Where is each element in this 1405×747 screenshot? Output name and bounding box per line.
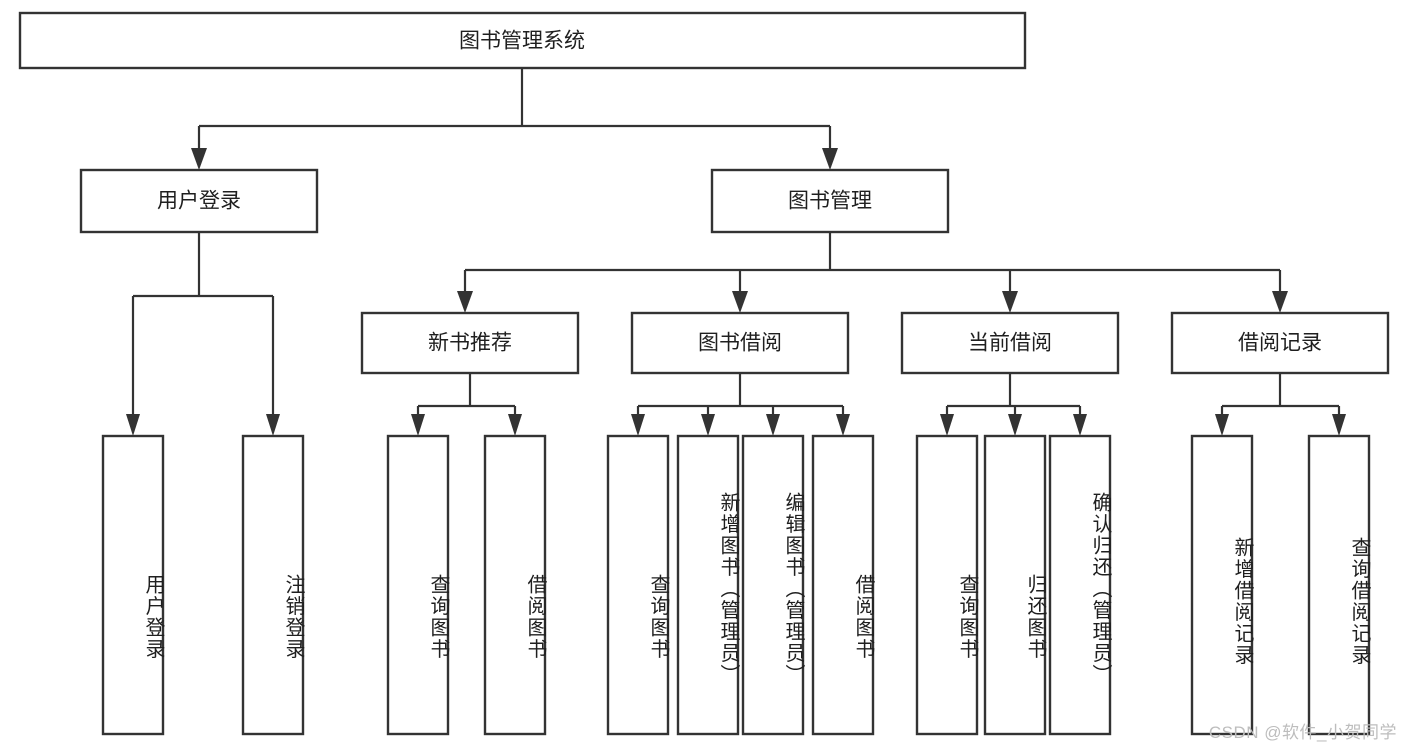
arrow-to-new-book xyxy=(457,291,473,313)
arrow-current-borrow-l2 xyxy=(1008,414,1022,436)
arrow-borrow-record-l1 xyxy=(1215,414,1229,436)
node-book-manage-label: 图书管理 xyxy=(788,190,872,213)
node-user-login-box[interactable] xyxy=(79,168,319,234)
leaf-box-current-borrow-1[interactable] xyxy=(915,434,979,736)
arrow-book-borrow-l2 xyxy=(701,414,715,436)
leaf-box-book-borrow-4[interactable] xyxy=(811,434,875,736)
node-book-manage[interactable]: 图书管理 xyxy=(710,168,950,234)
leaf-box-current-borrow-3[interactable] xyxy=(1048,434,1112,736)
leaf-box-new-book-1[interactable] xyxy=(386,434,450,736)
node-book-borrow[interactable]: 图书借阅 xyxy=(630,311,850,375)
arrow-book-borrow-l3 xyxy=(766,414,780,436)
node-new-book-recommend-box[interactable] xyxy=(360,311,580,375)
arrow-user-login-l2 xyxy=(266,414,280,436)
arrow-book-borrow-l1 xyxy=(631,414,645,436)
arrow-user-login-l1 xyxy=(126,414,140,436)
node-root[interactable]: 图书管理系统 xyxy=(18,11,1027,70)
arrow-borrow-record-l2 xyxy=(1332,414,1346,436)
node-current-borrow-label: 当前借阅 xyxy=(968,332,1052,355)
node-new-book-recommend[interactable]: 新书推荐 xyxy=(360,311,580,375)
node-current-borrow-box[interactable] xyxy=(900,311,1120,375)
node-current-borrow[interactable]: 当前借阅 xyxy=(900,311,1120,375)
arrow-current-borrow-l3 xyxy=(1073,414,1087,436)
node-borrow-record[interactable]: 借阅记录 xyxy=(1170,311,1390,375)
leaf-box-current-borrow-2[interactable] xyxy=(983,434,1047,736)
leaf-box-book-borrow-2[interactable] xyxy=(676,434,740,736)
leaf-box-book-borrow-3[interactable] xyxy=(741,434,805,736)
leaf-box-borrow-record-1[interactable] xyxy=(1190,434,1254,736)
leaf-box-user-login-1[interactable] xyxy=(101,434,165,736)
arrow-current-borrow-l1 xyxy=(940,414,954,436)
arrow-new-book-l2 xyxy=(508,414,522,436)
node-root-label: 图书管理系统 xyxy=(459,30,585,53)
node-root-box[interactable] xyxy=(18,11,1027,70)
arrow-to-book-manage xyxy=(822,148,838,170)
connector-borrow-record-to-leaves xyxy=(1215,373,1346,436)
node-borrow-record-label: 借阅记录 xyxy=(1238,332,1322,355)
node-book-borrow-box[interactable] xyxy=(630,311,850,375)
node-user-login[interactable]: 用户登录 xyxy=(79,168,319,234)
leaf-box-borrow-record-2[interactable] xyxy=(1307,434,1371,736)
csdn-watermark: CSDN @软件_小贺同学 xyxy=(1208,723,1397,742)
arrow-to-borrow-record xyxy=(1272,291,1288,313)
connector-book-borrow-to-leaves xyxy=(631,373,850,436)
connector-user-login-to-leaves xyxy=(126,232,280,436)
arrow-to-current-borrow xyxy=(1002,291,1018,313)
arrow-new-book-l1 xyxy=(411,414,425,436)
node-book-manage-box[interactable] xyxy=(710,168,950,234)
node-book-borrow-label: 图书借阅 xyxy=(698,332,782,355)
leaf-box-book-borrow-1[interactable] xyxy=(606,434,670,736)
leaf-box-user-login-2[interactable] xyxy=(241,434,305,736)
arrow-to-user-login xyxy=(191,148,207,170)
arrow-to-book-borrow xyxy=(732,291,748,313)
connector-root-to-level2 xyxy=(191,68,838,170)
node-user-login-label: 用户登录 xyxy=(157,190,241,213)
connector-current-borrow-to-leaves xyxy=(940,373,1087,436)
leaf-box-new-book-2[interactable] xyxy=(483,434,547,736)
connector-new-book-to-leaves xyxy=(411,373,522,436)
node-borrow-record-box[interactable] xyxy=(1170,311,1390,375)
connector-book-manage-to-level3 xyxy=(457,232,1288,313)
node-new-book-recommend-label: 新书推荐 xyxy=(428,332,512,355)
arrow-book-borrow-l4 xyxy=(836,414,850,436)
